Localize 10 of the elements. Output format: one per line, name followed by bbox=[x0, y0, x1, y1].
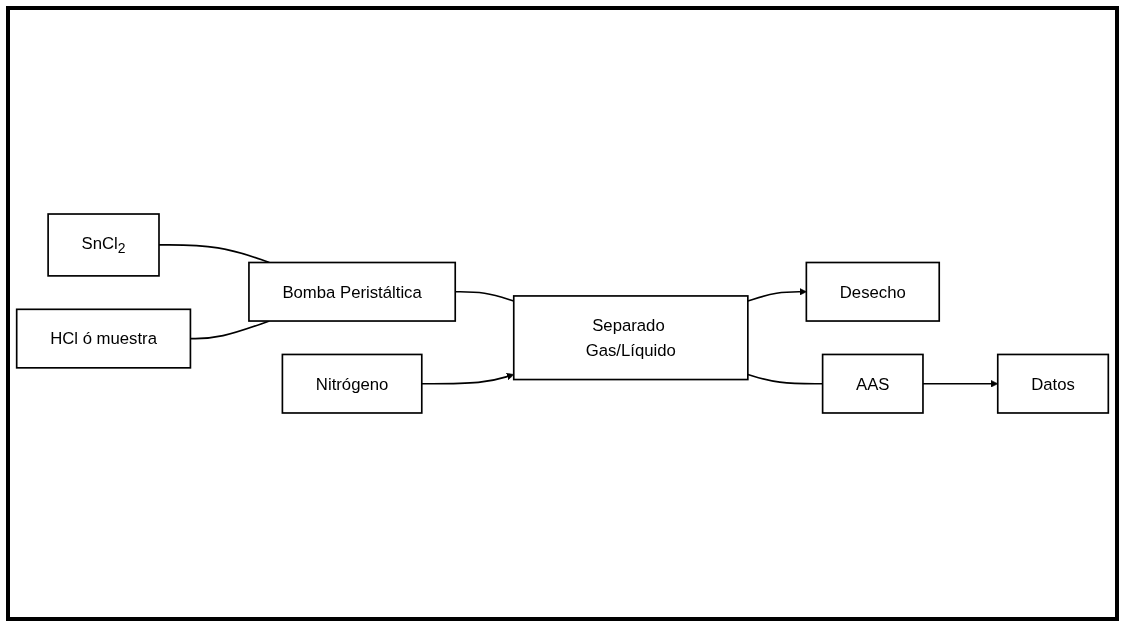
node-box: Desecho bbox=[805, 261, 941, 322]
connector bbox=[158, 244, 271, 264]
node-box: SnCl$_{2}$ bbox=[47, 213, 160, 277]
node-box: Nitrógeno bbox=[281, 353, 423, 414]
node-box: HCl ó muestra bbox=[15, 308, 192, 369]
node-box: AAS bbox=[821, 353, 924, 414]
arrow bbox=[747, 288, 807, 302]
node-box: Bomba Peristáltica bbox=[248, 261, 457, 322]
node-box: Separado Gas/Líquido bbox=[512, 295, 749, 381]
node-box: Datos bbox=[996, 353, 1110, 414]
